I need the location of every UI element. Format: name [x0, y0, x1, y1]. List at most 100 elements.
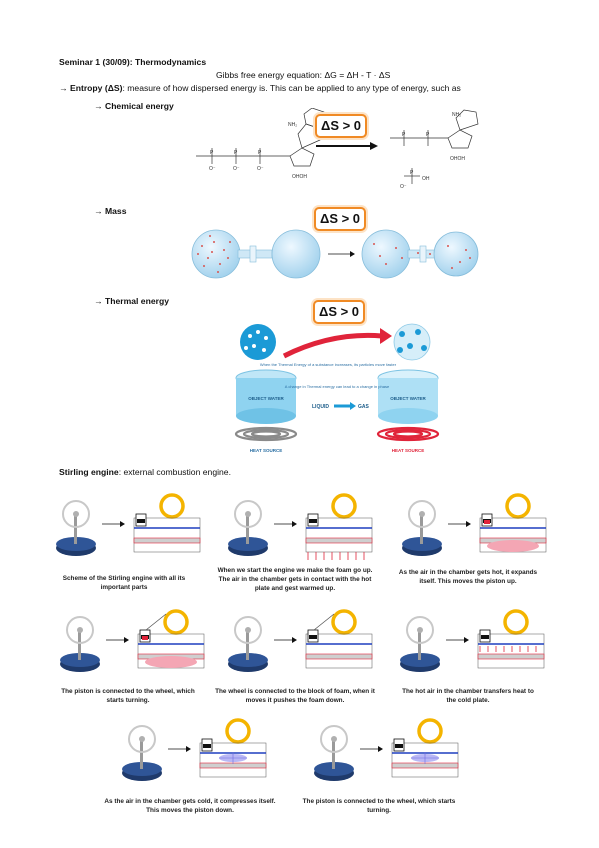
arrow-head [124, 637, 129, 643]
chamber-outline [477, 633, 545, 669]
chamber-outline [305, 517, 373, 553]
stirling-caption-8: The piston is connected to the wheel, wh… [302, 798, 456, 814]
chamber-outline [133, 517, 201, 553]
oh-label: OH [422, 176, 430, 182]
arrow-head [378, 746, 383, 752]
flywheel [406, 616, 434, 644]
stirling-panel-4 [60, 609, 205, 672]
engine-post [78, 628, 81, 660]
hot-air [145, 656, 197, 668]
engine-post [332, 737, 335, 769]
thermal-energy-figure: When the Thermal Energy of a substance i… [234, 323, 440, 453]
gas-label: GAS [358, 404, 370, 410]
ohoh-label: OHOH [292, 174, 307, 180]
stirling-panel-3 [402, 493, 547, 556]
arrow-head [292, 521, 297, 527]
phosphate-label: P [402, 132, 406, 138]
flywheel [128, 725, 156, 753]
heat-source-label: HEAT SOURCE [250, 448, 282, 453]
phosphate-label: P [426, 132, 430, 138]
stirling-definition: Stirling engine: external combustion eng… [59, 467, 231, 478]
flywheel [234, 616, 262, 644]
wheel [417, 718, 443, 744]
hot-air [487, 540, 539, 552]
phosphate-label: P [410, 170, 414, 176]
gibbs-equation: Gibbs free energy equation: ΔG = ΔH - T … [216, 70, 391, 80]
phosphate-label: P [258, 150, 262, 156]
engine-post [418, 628, 421, 660]
stirling-term: Stirling engine [59, 467, 119, 477]
flywheel [320, 725, 348, 753]
wheel [503, 609, 529, 635]
piston [309, 635, 317, 639]
chamber-outline [305, 633, 373, 669]
stirling-caption-5: The wheel is connected to the block of f… [215, 688, 375, 704]
wheel [331, 609, 357, 635]
arrow-head [466, 521, 471, 527]
wheel [159, 493, 185, 519]
arrow-head [464, 637, 469, 643]
atp-hydrolysis-figure: P P P O⁻ O⁻ O⁻ NH₂ OHOH P P NH₂ OHOH P O… [196, 108, 479, 190]
phosphate-label: P [210, 150, 214, 156]
entropy-term: Entropy (ΔS) [69, 83, 123, 93]
wheel [163, 609, 189, 635]
delta-s-badge: ΔS > 0 [313, 300, 365, 324]
wheel [225, 718, 251, 744]
chamber-outline [199, 742, 267, 778]
entropy-text: : measure of how dispersed energy is. Th… [122, 83, 461, 93]
hot-plate [477, 653, 545, 660]
piston-air [484, 520, 490, 524]
section-thermal: → Thermal energy [94, 296, 169, 306]
gas-expansion-figure [191, 229, 479, 279]
hot-plate [133, 537, 201, 544]
piston [203, 744, 211, 748]
stirling-panel-8 [314, 718, 459, 781]
object-water-label: OBJECT WATER [248, 396, 284, 401]
connecting-rod [313, 613, 335, 631]
engine-post [74, 512, 77, 544]
stirling-text: : external combustion engine. [118, 467, 231, 477]
o-minus-label: O⁻ [400, 184, 407, 190]
o-minus-label: O⁻ [233, 166, 240, 172]
stirling-caption-6: The hot air in the chamber transfers hea… [402, 688, 534, 704]
engine-post [140, 737, 143, 769]
flywheel [408, 500, 436, 528]
nh2-label: NH₂ [288, 122, 297, 128]
arrow-icon: → [59, 83, 68, 93]
wheel [331, 493, 357, 519]
entropy-definition: → Entropy (ΔS): measure of how dispersed… [59, 83, 461, 94]
flywheel [234, 500, 262, 528]
hot-plate [305, 653, 373, 660]
flywheel [66, 616, 94, 644]
arrow-head [292, 637, 297, 643]
flywheel-hub [419, 511, 425, 517]
engine-post [246, 628, 249, 660]
engine-post [420, 512, 423, 544]
thermal-caption-mid: A change in Thermal energy can lead to a… [285, 384, 390, 389]
flywheel-hub [139, 736, 145, 742]
section-chemical: → Chemical energy [94, 101, 174, 111]
o-minus-label: O⁻ [257, 166, 264, 172]
ohoh-label: OHOH [450, 156, 465, 162]
o-minus-label: O⁻ [209, 166, 216, 172]
stirling-panel-1 [56, 493, 201, 556]
stirling-panel-7 [122, 718, 267, 781]
phosphate-label: P [234, 150, 238, 156]
engine-post [246, 512, 249, 544]
delta-s-badge: ΔS > 0 [314, 207, 366, 231]
stirling-caption-3: As the air in the chamber gets hot, it e… [398, 569, 538, 585]
wheel [505, 493, 531, 519]
stirling-caption-1: Scheme of the Stirling engine with all i… [62, 575, 186, 591]
stirling-panel-2 [228, 493, 373, 560]
chamber-outline [391, 742, 459, 778]
connecting-rod [145, 613, 167, 631]
arrow-head [186, 746, 191, 752]
heat-source-label: HEAT SOURCE [392, 448, 424, 453]
delta-s-badge: ΔS > 0 [315, 114, 367, 138]
flywheel [62, 500, 90, 528]
flywheel-hub [417, 627, 423, 633]
arrow-head [120, 521, 125, 527]
seminar-title: Seminar 1 (30/09): Thermodynamics [59, 57, 207, 67]
hot-plate [305, 537, 373, 544]
